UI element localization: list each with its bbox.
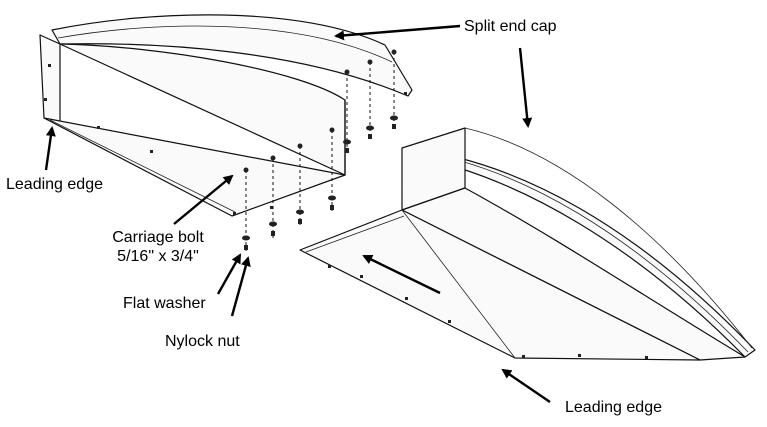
- arrow-split-end-cap-right: [518, 47, 533, 128]
- label-carriage-bolt-line2: 5/16" x 3/4": [117, 248, 199, 265]
- label-leading-edge-left: Leading edge: [6, 176, 103, 193]
- arrow-direction: [362, 254, 441, 295]
- left-end-cap-half: [39, 14, 413, 217]
- arrow-nylock-nut: [230, 256, 251, 317]
- right-end-cap-half: [299, 127, 756, 361]
- fasteners-upper: [242, 49, 398, 252]
- arrow-carriage-bolt: [173, 174, 234, 225]
- label-split-end-cap: Split end cap: [464, 18, 557, 35]
- leader-arrows: [44, 24, 551, 403]
- label-leading-edge-right: Leading edge: [565, 399, 662, 416]
- arrow-leading-edge-left: [44, 126, 56, 171]
- label-flat-washer: Flat washer: [123, 295, 206, 312]
- label-carriage-bolt-line1: Carriage bolt: [112, 229, 204, 246]
- arrow-flat-washer: [216, 253, 242, 295]
- arrow-split-end-cap-top: [334, 24, 461, 41]
- label-carriage-bolt: Carriage bolt 5/16" x 3/4": [88, 228, 228, 266]
- arrow-leading-edge-right: [501, 368, 551, 403]
- label-nylock-nut: Nylock nut: [165, 333, 240, 350]
